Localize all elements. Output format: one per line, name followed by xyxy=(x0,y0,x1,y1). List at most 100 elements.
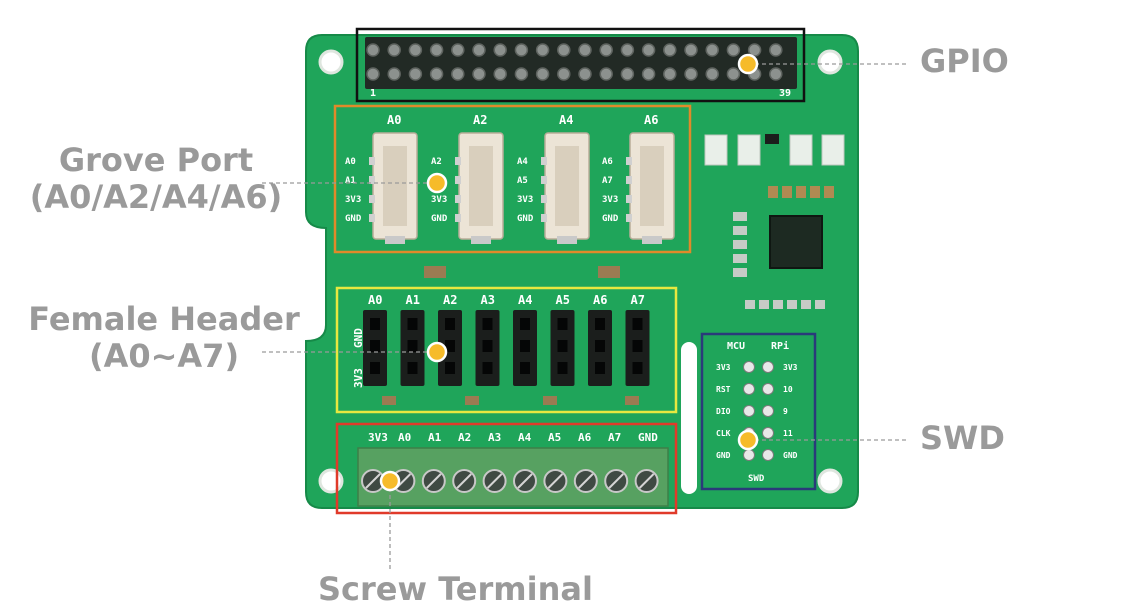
female-marker-dot xyxy=(426,341,448,363)
gpio-pin xyxy=(472,67,486,81)
swd-pin-rpi xyxy=(762,405,774,417)
callout-swd-text: SWD xyxy=(920,419,1005,457)
swd-pin-rpi xyxy=(762,361,774,373)
screw-slot xyxy=(365,473,381,489)
screw-slot xyxy=(486,473,503,489)
swd-left-label: CLK xyxy=(716,429,731,438)
screw-slot xyxy=(426,473,442,489)
callout-gpio: GPIO xyxy=(920,43,1009,80)
swd-head-mcu: MCU xyxy=(727,341,745,352)
smd-capacitor xyxy=(737,134,761,166)
female-header-side-label-gnd: GND xyxy=(352,328,365,348)
gpio-pin xyxy=(599,67,613,81)
female-header-hole xyxy=(557,318,568,330)
grove-pin-label: A1 xyxy=(345,176,356,186)
female-header-hole xyxy=(595,362,605,374)
swd-footer: SWD xyxy=(748,474,765,484)
female-header-label: A2 xyxy=(443,293,457,307)
grove-pin xyxy=(541,176,547,184)
grove-pin-label: A5 xyxy=(517,176,528,186)
screw-terminal-label: 3V3 xyxy=(368,431,388,444)
gpio-pin xyxy=(493,67,507,81)
grove-pin-label: GND xyxy=(602,214,619,224)
female-header-hole xyxy=(557,362,568,374)
female-header-highlight-box xyxy=(335,286,678,414)
gpio-pin xyxy=(620,43,635,57)
grove-pin xyxy=(626,157,632,165)
grove-pin-label: A7 xyxy=(602,176,613,186)
grove-connector-latch xyxy=(557,236,577,244)
female-header-hole xyxy=(407,362,418,374)
smd-capacitor xyxy=(733,226,747,235)
screw-slot xyxy=(517,473,533,489)
gpio-pin xyxy=(705,67,719,81)
gpio-pin xyxy=(641,67,656,81)
gpio-pin xyxy=(387,67,401,81)
swd-pin-mcu xyxy=(743,405,755,417)
grove-pin-label: 3V3 xyxy=(345,195,361,205)
female-header-hole xyxy=(482,318,493,330)
callout-swd: SWD xyxy=(920,420,1005,457)
gpio-pin xyxy=(535,43,550,57)
grove-port-title: A6 xyxy=(644,113,658,127)
gpio-pin xyxy=(578,67,592,81)
smd-capacitor xyxy=(733,254,747,263)
grove-ports: A0A0A13V3GNDA2A2A33V3GNDA4A4A53V3GNDA6A6… xyxy=(345,113,675,244)
female-header-hole xyxy=(595,340,605,352)
gpio-pin xyxy=(451,67,465,81)
gpio-highlight-box xyxy=(355,27,806,103)
gpio-pin xyxy=(641,43,656,57)
smd-capacitor xyxy=(787,300,797,309)
swd-left-label: 3V3 xyxy=(716,363,731,372)
female-header-label: A3 xyxy=(481,293,495,307)
female-header-hole xyxy=(407,340,418,352)
female-header-hole xyxy=(482,340,493,352)
board-slot xyxy=(681,342,697,494)
smd-capacitor xyxy=(733,240,747,249)
grove-connector-cavity xyxy=(469,146,493,226)
gpio-pin xyxy=(747,43,762,57)
female-header-side-label-3v3: 3V3 xyxy=(352,368,365,388)
grove-pin xyxy=(455,157,461,165)
grove-pin xyxy=(455,195,461,203)
female-header-hole xyxy=(370,362,380,374)
gpio-pin xyxy=(705,43,719,57)
callout-screw-terminal-text: Screw Terminal xyxy=(318,570,593,608)
female-header-hole xyxy=(632,362,643,374)
smd-resistor xyxy=(768,186,778,198)
screw-terminal-label: GND xyxy=(638,431,658,444)
female-header-label: A7 xyxy=(631,293,645,307)
gpio-pin xyxy=(620,67,635,81)
smd-capacitor xyxy=(801,300,811,309)
gpio-pin xyxy=(726,67,741,81)
screw-terminal-label: A3 xyxy=(488,431,501,444)
smd-led xyxy=(765,134,779,144)
gpio-pin xyxy=(408,67,423,81)
swd-right-label: 3V3 xyxy=(783,363,798,372)
screw-terminal-highlight-box xyxy=(335,422,678,515)
grove-pin xyxy=(455,214,461,222)
smd-resistor xyxy=(424,266,446,278)
grove-marker-dot xyxy=(426,172,448,194)
gpio-pin xyxy=(769,43,783,57)
grove-pin xyxy=(369,176,375,184)
female-header-label: A6 xyxy=(593,293,607,307)
swd-right-label: 9 xyxy=(783,407,788,416)
gpio-pin xyxy=(493,43,507,57)
gpio-pin xyxy=(535,67,550,81)
callout-female-header-line2: (A0~A7) xyxy=(88,336,240,375)
gpio-pin xyxy=(663,67,677,81)
grove-pin-label: A4 xyxy=(517,157,528,167)
swd-left-label: GND xyxy=(716,451,731,460)
mcu-chip xyxy=(769,215,823,269)
gpio-pin xyxy=(451,43,465,57)
grove-connector-latch xyxy=(642,236,662,244)
swd-pin-mcu xyxy=(743,361,755,373)
grove-connector-cavity xyxy=(383,146,407,226)
callout-grove-port-line2: (A0/A2/A4/A6) xyxy=(29,177,283,216)
gpio-pin xyxy=(578,43,592,57)
gpio-pin xyxy=(366,43,380,57)
grove-pin xyxy=(369,195,375,203)
